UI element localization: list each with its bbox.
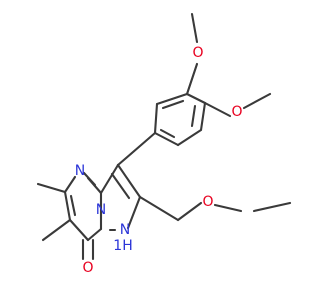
atom-label-oxygen: O — [192, 45, 203, 61]
bond — [63, 190, 72, 222]
bond — [176, 128, 203, 147]
bond — [41, 218, 72, 242]
bond — [153, 102, 159, 135]
bond — [155, 92, 189, 106]
atom-label-nitrogen: N — [120, 222, 130, 238]
bond — [203, 101, 232, 118]
bond — [36, 182, 67, 194]
atom-label-nh: N 1H — [113, 222, 132, 254]
bond — [185, 92, 207, 105]
bond — [99, 163, 120, 195]
bond — [176, 201, 203, 222]
bond — [63, 175, 77, 194]
atom-label-nitrogen: N — [75, 163, 85, 179]
bond — [110, 172, 131, 200]
bond-layer — [36, 12, 292, 261]
bond — [185, 62, 199, 96]
bond — [190, 12, 199, 44]
bond — [242, 92, 272, 110]
bond — [69, 194, 77, 217]
atom-label-oxygen: O — [231, 104, 242, 120]
bond — [126, 195, 142, 230]
bond — [161, 99, 185, 110]
atom-label-nitrogen: N — [96, 202, 106, 218]
bond — [252, 201, 292, 213]
bond — [86, 227, 103, 242]
bond — [116, 163, 142, 199]
bond — [159, 128, 176, 139]
atom-label-hydrogen-count: 1H — [113, 238, 132, 254]
atom-labels: O O N N N 1H O O — [75, 45, 243, 276]
bond — [213, 203, 243, 213]
atom-label-oxygen: O — [82, 260, 93, 276]
bond — [116, 131, 157, 167]
bond — [68, 218, 90, 242]
bond — [190, 104, 197, 128]
bond — [138, 195, 180, 222]
molecule-structure: O O N N N 1H O O — [36, 12, 292, 276]
bond — [199, 101, 207, 132]
atom-label-oxygen: O — [202, 194, 213, 210]
bond — [82, 171, 97, 187]
bond — [153, 131, 180, 147]
